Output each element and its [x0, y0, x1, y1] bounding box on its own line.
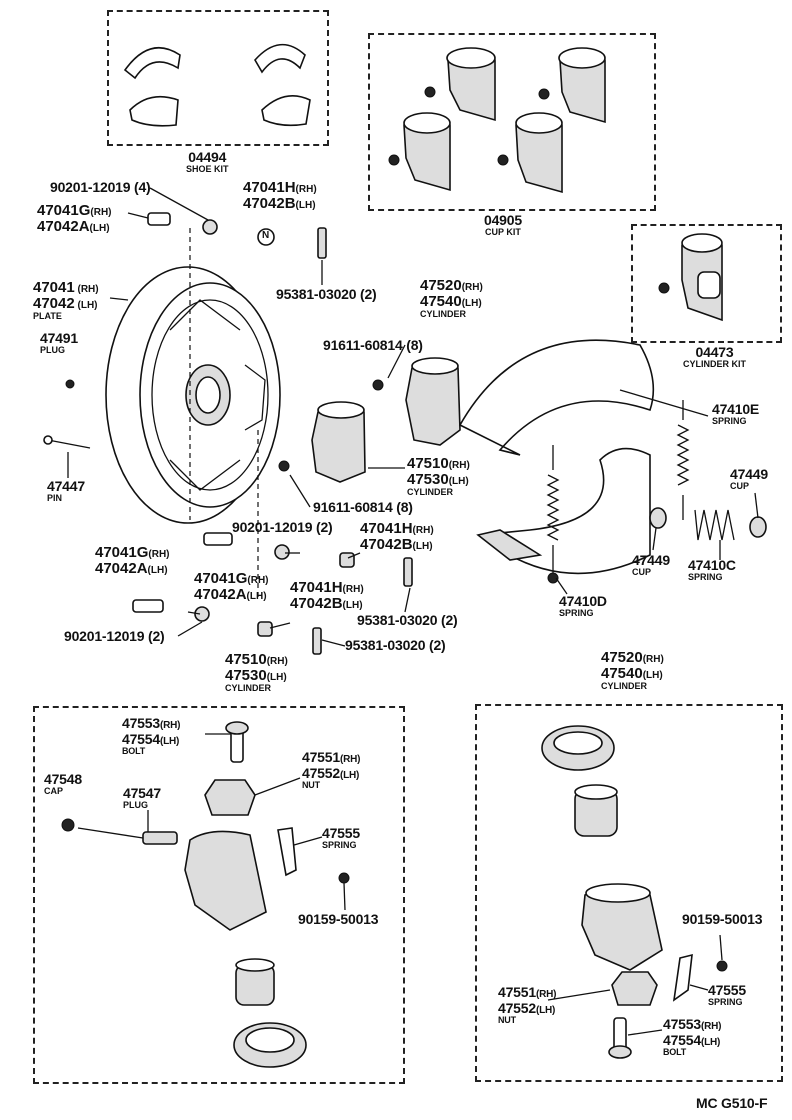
- label-screw-top: 95381-03020 (2): [276, 286, 377, 302]
- cup-kit-box: [368, 33, 656, 211]
- label-bleeder-h-b-mid: 47041H(RH) 47042B(LH): [360, 520, 434, 553]
- label-bolt-g-a-left: 47041G(RH) 47042A(LH): [95, 544, 170, 577]
- label-spring-e: 47410E SPRING: [712, 401, 760, 426]
- label-screw-mid: 95381-03020 (2): [357, 612, 458, 628]
- wheel-cylinders-main: [311, 357, 461, 483]
- label-left-screw: 90159-50013: [298, 911, 379, 927]
- label-pin-47447: 47447 PIN: [47, 478, 85, 503]
- label-right-nut: 47551(RH) 47552(LH) NUT: [498, 984, 557, 1025]
- brake-shoes-drawing: [458, 339, 655, 575]
- left-cylinder-section-box: [33, 706, 405, 1084]
- cylinder-kit-label: 04473 CYLINDER KIT: [683, 344, 746, 369]
- label-plate: 47041 (RH) 47042 (LH) PLATE: [33, 279, 99, 321]
- label-washer-low: 90201-12019 (2): [64, 628, 165, 644]
- label-left-nut: 47551(RH) 47552(LH) NUT: [302, 749, 361, 790]
- cylinder-kit-parts: [658, 233, 723, 322]
- label-left-plug: 47547 PLUG: [123, 785, 161, 810]
- cup-kit-parts: [388, 47, 606, 194]
- leader-lines: [67, 187, 759, 1036]
- label-right-screw: 90159-50013: [682, 911, 763, 927]
- springs-drawing: [546, 400, 767, 584]
- label-left-bolt: 47553(RH) 47554(LH) BOLT: [122, 715, 181, 756]
- right-section-parts: [541, 725, 728, 1059]
- label-91611-a: 91611-60814 (8): [323, 337, 423, 353]
- label-right-spring: 47555 SPRING: [708, 982, 746, 1007]
- label-section-left-cylinder: 47510(RH) 47530(LH) CYLINDER: [225, 651, 288, 693]
- label-cup-right: 47449 CUP: [730, 466, 768, 491]
- right-cylinder-section-box: [475, 704, 783, 1082]
- label-cylinder-lower: 47510(RH) 47530(LH) CYLINDER: [407, 455, 470, 497]
- label-washer-mid: 90201-12019 (2): [232, 519, 333, 535]
- label-bleeder-h-b-low: 47041H(RH) 47042B(LH): [290, 579, 364, 612]
- shoe-kit-label: 04494 SHOE KIT: [186, 149, 229, 174]
- label-left-cap: 47548 CAP: [44, 771, 82, 796]
- label-91611-b: 91611-60814 (8): [313, 499, 413, 515]
- label-cup-mid: 47449 CUP: [632, 552, 670, 577]
- backing-plate-drawing: [43, 266, 281, 524]
- fasteners: [132, 212, 413, 655]
- label-bolt-g-a-top: 47041G(RH) 47042A(LH): [37, 202, 112, 235]
- label-right-bolt: 47553(RH) 47554(LH) BOLT: [663, 1016, 722, 1057]
- left-section-parts: [61, 721, 350, 1068]
- label-bleeder-h-b-top: 47041H(RH) 47042B(LH): [243, 179, 317, 212]
- label-bolt-g-a-mid: 47041G(RH) 47042A(LH): [194, 570, 269, 603]
- label-spring-d: 47410D SPRING: [559, 593, 607, 618]
- label-90201-qty4: 90201-12019 (4): [50, 179, 151, 195]
- diagram-code: MC G510-F: [696, 1095, 768, 1111]
- n-mark: N: [262, 230, 270, 241]
- shoe-kit-box: [107, 10, 329, 146]
- label-spring-c: 47410C SPRING: [688, 557, 736, 582]
- label-section-right-cylinder: 47520(RH) 47540(LH) CYLINDER: [601, 649, 664, 691]
- label-screw-low: 95381-03020 (2): [345, 637, 446, 653]
- cylinder-kit-box: [631, 224, 782, 343]
- cup-kit-label: 04905 CUP KIT: [484, 212, 522, 237]
- label-plug-47491: 47491 PLUG: [40, 330, 78, 355]
- label-left-spring: 47555 SPRING: [322, 825, 360, 850]
- shoe-kit-parts: [123, 43, 311, 127]
- label-cylinder-upper: 47520(RH) 47540(LH) CYLINDER: [420, 277, 483, 319]
